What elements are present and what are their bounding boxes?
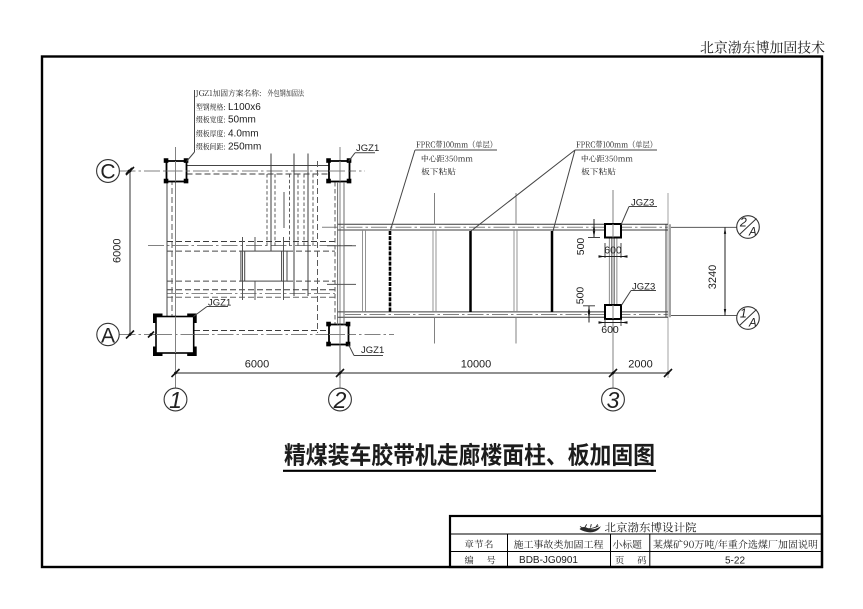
svg-text:2: 2 — [333, 387, 347, 413]
svg-text:500: 500 — [575, 238, 587, 256]
svg-text:JGZ3: JGZ3 — [632, 281, 655, 292]
svg-text:JGZ3: JGZ3 — [631, 197, 654, 208]
svg-text:600: 600 — [601, 324, 619, 336]
svg-text:A: A — [748, 318, 757, 330]
svg-text:2: 2 — [739, 216, 747, 230]
svg-text:A: A — [101, 325, 115, 348]
svg-text:BDB-JG0901: BDB-JG0901 — [519, 555, 578, 566]
svg-text:6000: 6000 — [112, 238, 124, 262]
svg-text:50mm: 50mm — [228, 115, 256, 126]
svg-text:A: A — [748, 227, 757, 239]
svg-text:C: C — [100, 160, 115, 183]
svg-text:JGZ1: JGZ1 — [356, 143, 379, 154]
svg-text:3: 3 — [607, 387, 620, 413]
svg-text:2000: 2000 — [628, 359, 652, 371]
svg-text:JGZ1: JGZ1 — [208, 297, 231, 308]
svg-text:L100x6: L100x6 — [228, 102, 261, 113]
svg-text:1: 1 — [169, 387, 182, 413]
svg-text:1: 1 — [740, 307, 747, 321]
svg-text:3240: 3240 — [707, 265, 719, 289]
svg-text:500: 500 — [575, 287, 587, 305]
svg-text:600: 600 — [604, 245, 622, 257]
svg-text:6000: 6000 — [245, 359, 269, 371]
svg-text:10000: 10000 — [461, 359, 492, 371]
svg-text:250mm: 250mm — [228, 142, 261, 153]
svg-text:JGZ1: JGZ1 — [361, 345, 384, 356]
svg-text:4.0mm: 4.0mm — [228, 129, 259, 140]
svg-text:5-22: 5-22 — [725, 556, 745, 567]
